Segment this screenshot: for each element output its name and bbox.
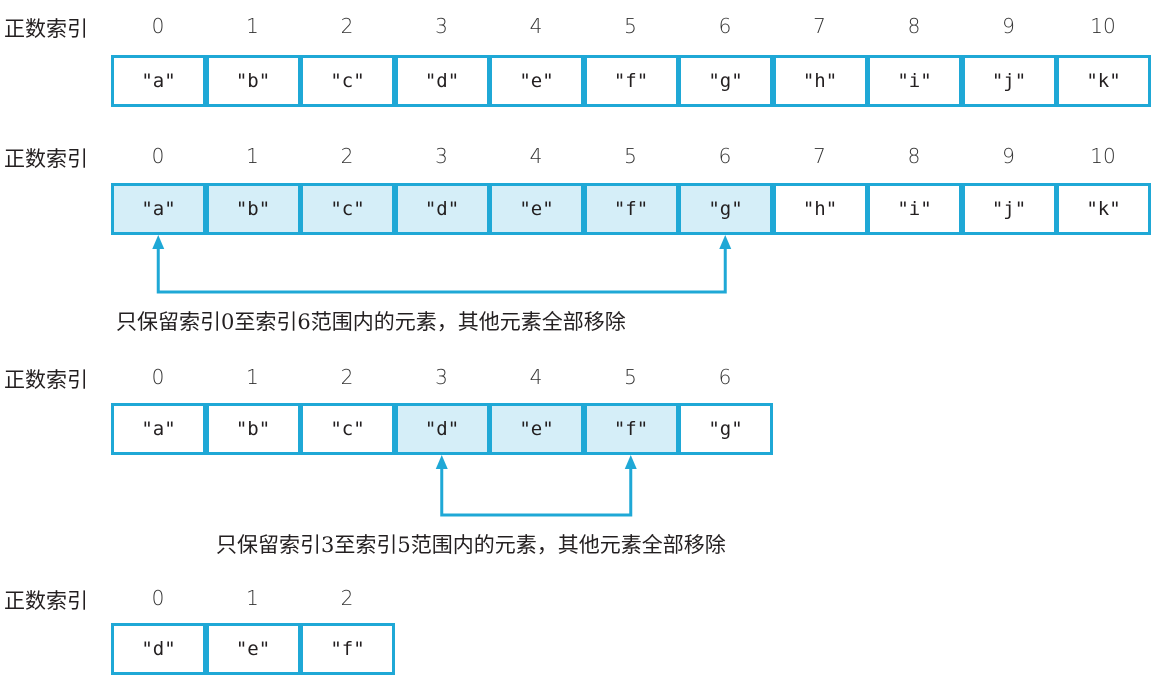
list-element-cell: "e"	[205, 623, 301, 675]
list-element-cell: "f"	[300, 623, 395, 675]
list-element-cell: "d"	[394, 55, 490, 107]
list-element-cell: "h"	[772, 183, 868, 235]
list-element-cell: "i"	[867, 55, 962, 107]
index-label: 5	[624, 365, 637, 389]
list-element-cell: "b"	[205, 183, 301, 235]
list-element-cell: "b"	[205, 55, 301, 107]
index-label: 7	[813, 144, 826, 168]
list-element-cell: "f"	[583, 183, 679, 235]
list-element-cell: "d"	[111, 623, 206, 675]
index-label: 5	[624, 14, 637, 38]
index-label: 1	[246, 586, 259, 610]
index-label: 2	[340, 144, 354, 168]
list-element-cell: "h"	[772, 55, 868, 107]
index-label: 3	[435, 144, 448, 168]
index-label: 6	[718, 365, 732, 389]
list-element-cell: "g"	[678, 183, 773, 235]
arrow-head-icon	[624, 455, 637, 469]
list-element-cell: "k"	[1056, 183, 1151, 235]
list-element-cell: "i"	[867, 183, 962, 235]
index-label: 8	[907, 14, 921, 38]
list-element-cell: "a"	[111, 183, 206, 235]
list-element-cell: "j"	[961, 183, 1057, 235]
index-label: 1	[246, 365, 259, 389]
row-label: 正数索引	[4, 17, 88, 41]
list-element-cell: "j"	[961, 55, 1057, 107]
slice-caption: 只保留索引3至索引5范围内的元素，其他元素全部移除	[216, 533, 726, 557]
list-element-cell: "a"	[111, 55, 206, 107]
index-label: 0	[151, 144, 165, 168]
range-bracket-line	[440, 465, 633, 517]
list-element-cell: "c"	[300, 55, 395, 107]
list-element-cell: "c"	[300, 403, 395, 455]
index-label: 2	[340, 14, 354, 38]
list-element-cell: "a"	[111, 403, 206, 455]
index-label: 6	[718, 14, 732, 38]
row-label: 正数索引	[4, 589, 88, 613]
arrow-head-icon	[152, 235, 165, 249]
index-label: 2	[340, 586, 354, 610]
index-label: 2	[340, 365, 354, 389]
list-element-cell: "e"	[489, 183, 584, 235]
list-element-cell: "f"	[583, 403, 679, 455]
index-label: 1	[246, 144, 259, 168]
list-element-cell: "b"	[205, 403, 301, 455]
index-label: 9	[1002, 14, 1015, 38]
list-element-cell: "e"	[489, 403, 584, 455]
index-label: 10	[1090, 14, 1116, 38]
index-label: 4	[529, 365, 543, 389]
index-label: 3	[435, 14, 448, 38]
list-element-cell: "d"	[394, 403, 490, 455]
index-label: 6	[718, 144, 732, 168]
list-element-cell: "c"	[300, 183, 395, 235]
index-label: 0	[151, 586, 165, 610]
index-label: 10	[1090, 144, 1116, 168]
slice-caption: 只保留索引0至索引6范围内的元素，其他元素全部移除	[116, 310, 626, 334]
index-label: 0	[151, 365, 165, 389]
index-label: 5	[624, 144, 637, 168]
index-label: 8	[907, 144, 921, 168]
row-label: 正数索引	[4, 368, 88, 392]
list-element-cell: "k"	[1056, 55, 1151, 107]
index-label: 7	[813, 14, 826, 38]
list-element-cell: "f"	[583, 55, 679, 107]
index-label: 4	[529, 14, 543, 38]
index-label: 9	[1002, 144, 1015, 168]
range-bracket-line	[156, 245, 727, 294]
arrow-head-icon	[435, 455, 448, 469]
index-label: 3	[435, 365, 448, 389]
list-element-cell: "g"	[678, 55, 773, 107]
index-label: 1	[246, 14, 259, 38]
index-label: 0	[151, 14, 165, 38]
list-element-cell: "g"	[678, 403, 773, 455]
index-label: 4	[529, 144, 543, 168]
row-label: 正数索引	[4, 147, 88, 171]
list-element-cell: "d"	[394, 183, 490, 235]
list-element-cell: "e"	[489, 55, 584, 107]
arrow-head-icon	[719, 235, 732, 249]
